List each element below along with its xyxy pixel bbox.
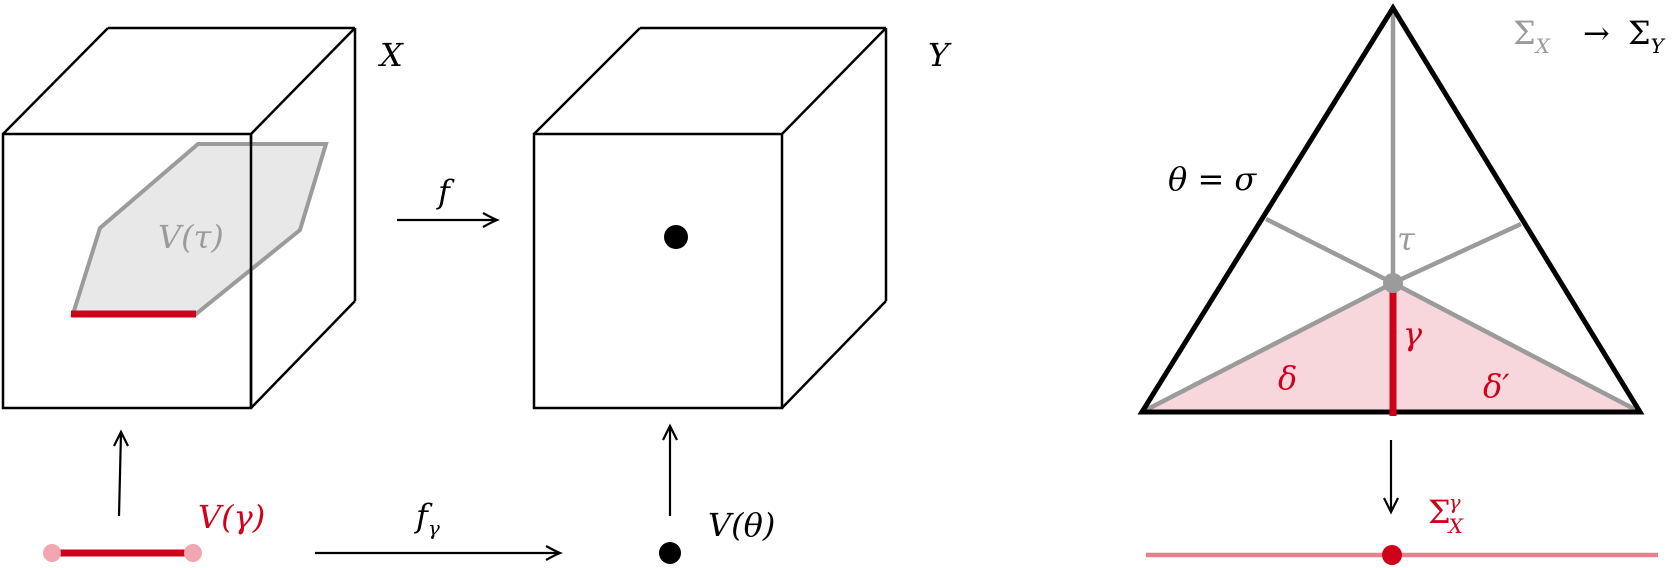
cube-x: [1, 26, 357, 410]
ray-lower-left: [1140, 280, 1395, 415]
segment-v-gamma-endpoint-left: [43, 544, 61, 562]
label-map-f-gamma: fγ: [414, 497, 440, 540]
arrow-quotient: [1383, 440, 1399, 515]
arrow-inclusion-middle: [662, 423, 678, 516]
arrow-inclusion-left: [113, 429, 129, 517]
fan-map-arrow: →: [1583, 14, 1610, 52]
segment-v-gamma-endpoint-right: [184, 544, 202, 562]
arrow-f: [397, 212, 500, 228]
vertex-tau: [1383, 273, 1403, 293]
ray-upper-left: [1264, 216, 1395, 286]
cube-y-edge-top-left: [533, 27, 641, 135]
label-map-f: f: [436, 173, 455, 211]
ray-upper-right: [1392, 221, 1522, 286]
label-fan-target: ΣY: [1628, 14, 1666, 58]
cube-x-edge-top-left: [2, 27, 109, 135]
cube-y-edge-top-right: [781, 27, 887, 135]
cube-y: [532, 26, 888, 410]
label-cone-delta: δ: [1278, 359, 1297, 397]
cube-x-edge-bottom-right: [250, 300, 356, 409]
label-ray-gamma: γ: [1403, 315, 1423, 353]
label-theta-sigma: θ = σ: [1168, 160, 1257, 198]
fan-rays: [1140, 8, 1642, 415]
cube-y-edge-bottom-right: [781, 300, 887, 409]
point-in-y: [664, 225, 688, 249]
ray-lower-right: [1391, 281, 1642, 414]
label-space-x: X: [377, 36, 404, 74]
label-v-tau: V(τ): [158, 218, 224, 256]
quotient-fan-origin: [1382, 545, 1402, 565]
label-v-theta: V(θ): [708, 506, 775, 544]
cube-x-edge-top-right: [250, 27, 356, 135]
label-ray-tau: τ: [1397, 220, 1416, 258]
label-cone-delta-prime: δ′: [1483, 367, 1510, 405]
cube-y-front-face: [532, 132, 784, 410]
label-fan-source: ΣX: [1513, 14, 1551, 58]
arrow-f-gamma: [315, 545, 563, 561]
point-v-theta: [659, 542, 681, 564]
label-v-gamma: V(γ): [198, 498, 265, 536]
label-space-y: Y: [928, 36, 952, 74]
